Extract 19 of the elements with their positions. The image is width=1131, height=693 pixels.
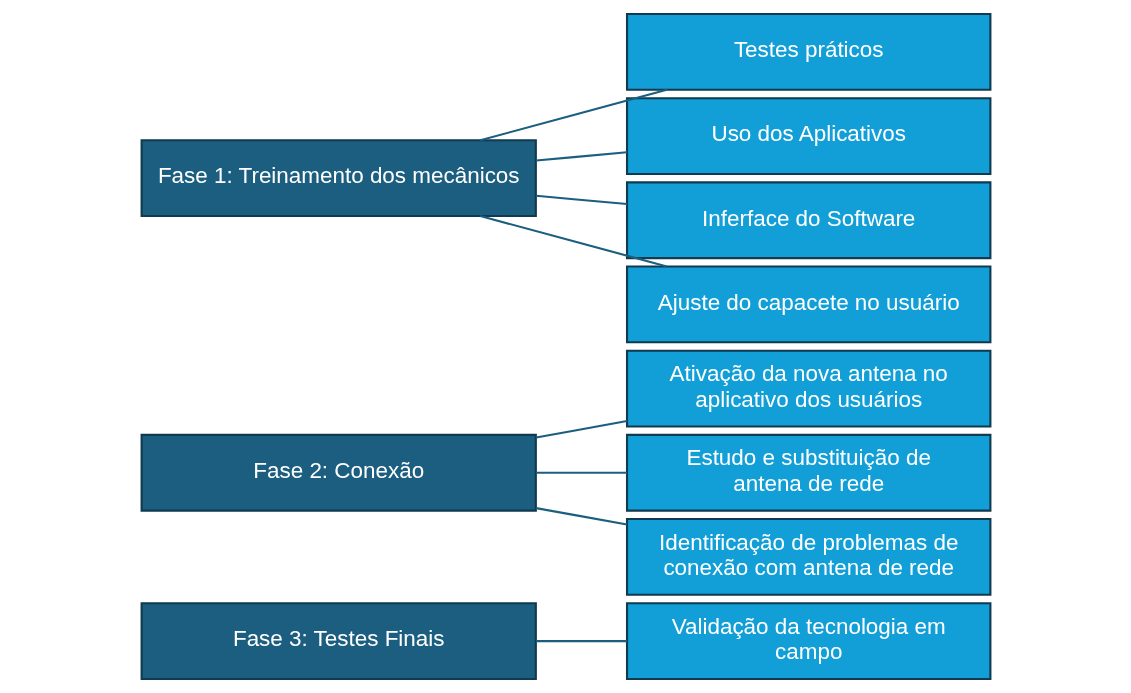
connector xyxy=(479,215,667,268)
node-box: Uso dos Aplicativos xyxy=(625,97,991,175)
connector xyxy=(535,420,627,439)
connector xyxy=(535,151,627,162)
connector xyxy=(535,471,627,474)
node-box: Fase 3: Testes Finais xyxy=(140,602,537,681)
connector xyxy=(535,640,627,643)
node-box: Identificação de problemas de conexão com antena de rede xyxy=(625,518,991,596)
connector xyxy=(479,88,667,142)
node-box: Testes práticos xyxy=(625,12,991,91)
connector xyxy=(535,507,627,526)
node-box: Fase 2: Conexão xyxy=(140,433,537,512)
node-box: Inferface do Software xyxy=(625,181,991,260)
node-box: Estudo e substituição de antena de rede xyxy=(625,433,991,512)
node-box: Ativação da nova antena no aplicativo dos usuários xyxy=(625,349,991,428)
connector xyxy=(535,194,627,206)
node-box: Validação da tecnologia em campo xyxy=(625,602,991,681)
node-box: Ajuste do capacete no usuário xyxy=(625,265,991,344)
node-box: Fase 1: Treinamento dos mecânicos xyxy=(140,139,537,218)
